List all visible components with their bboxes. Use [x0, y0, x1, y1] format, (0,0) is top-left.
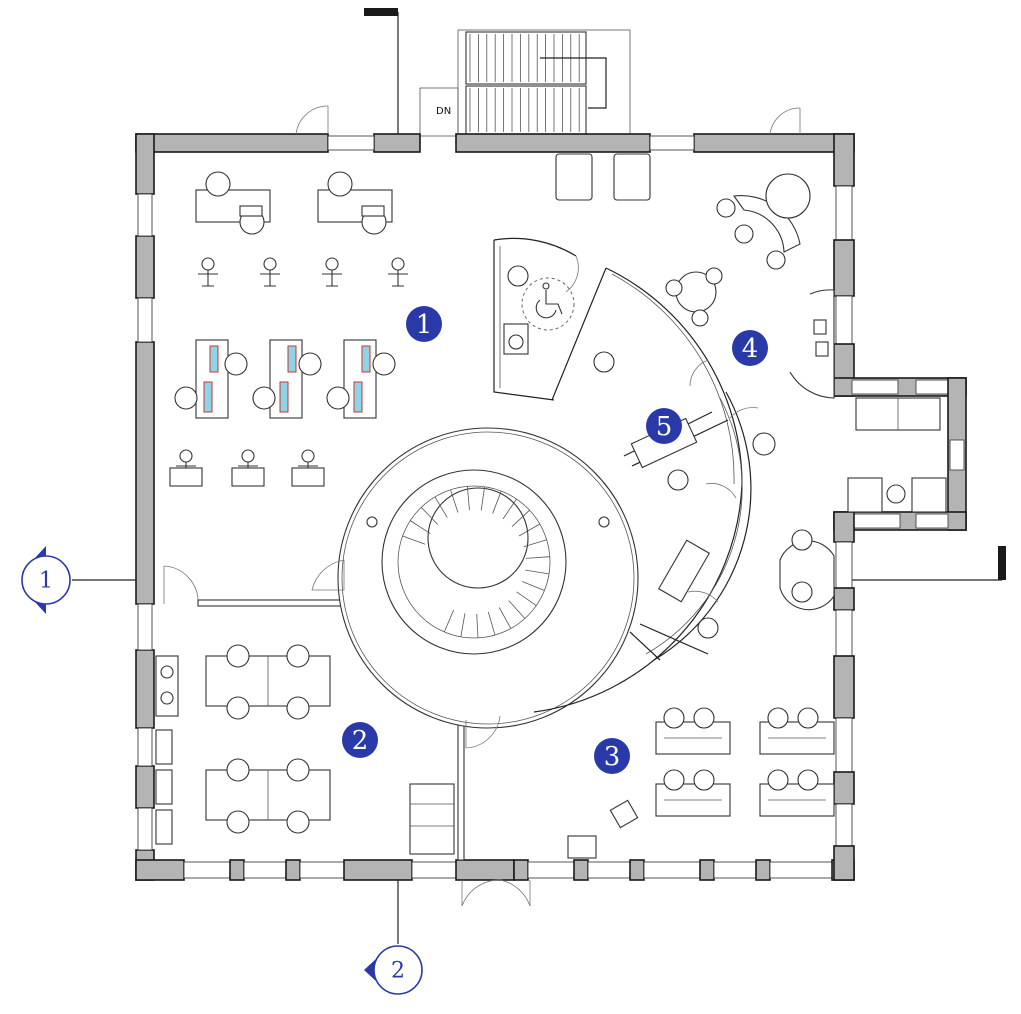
- room-marker-1: 1: [406, 306, 442, 342]
- room-marker-1-label: 1: [416, 310, 433, 340]
- room-4-furniture: [555, 153, 947, 611]
- section-cut-top: [364, 8, 399, 136]
- room-marker-5-label: 5: [656, 412, 673, 442]
- section-cut-right: [848, 546, 1006, 581]
- room-marker-5: 5: [646, 408, 682, 444]
- straight-stair-icon: DN: [419, 29, 631, 137]
- spiral-stair-icon: [311, 427, 639, 749]
- room-1-furniture: [169, 171, 408, 487]
- room-marker-4-label: 4: [742, 334, 759, 364]
- section-marker-1-label: 1: [39, 569, 53, 594]
- doors: [163, 105, 801, 907]
- wheelchair-icon: [521, 277, 575, 331]
- room-3-furniture: [567, 707, 835, 859]
- accessible-wc: [493, 237, 579, 401]
- section-marker-1: 1: [21, 546, 136, 614]
- exterior-walls: [135, 133, 967, 881]
- section-marker-2: 2: [364, 880, 423, 995]
- room-marker-2-label: 2: [352, 726, 369, 756]
- room-marker-2: 2: [342, 722, 378, 758]
- section-marker-2-label: 2: [391, 959, 405, 984]
- room-2-furniture: [155, 644, 455, 855]
- room-marker-3-label: 3: [604, 742, 621, 772]
- room-marker-3: 3: [594, 738, 630, 774]
- room-marker-4: 4: [732, 330, 768, 366]
- stair-direction-label: DN: [436, 106, 451, 117]
